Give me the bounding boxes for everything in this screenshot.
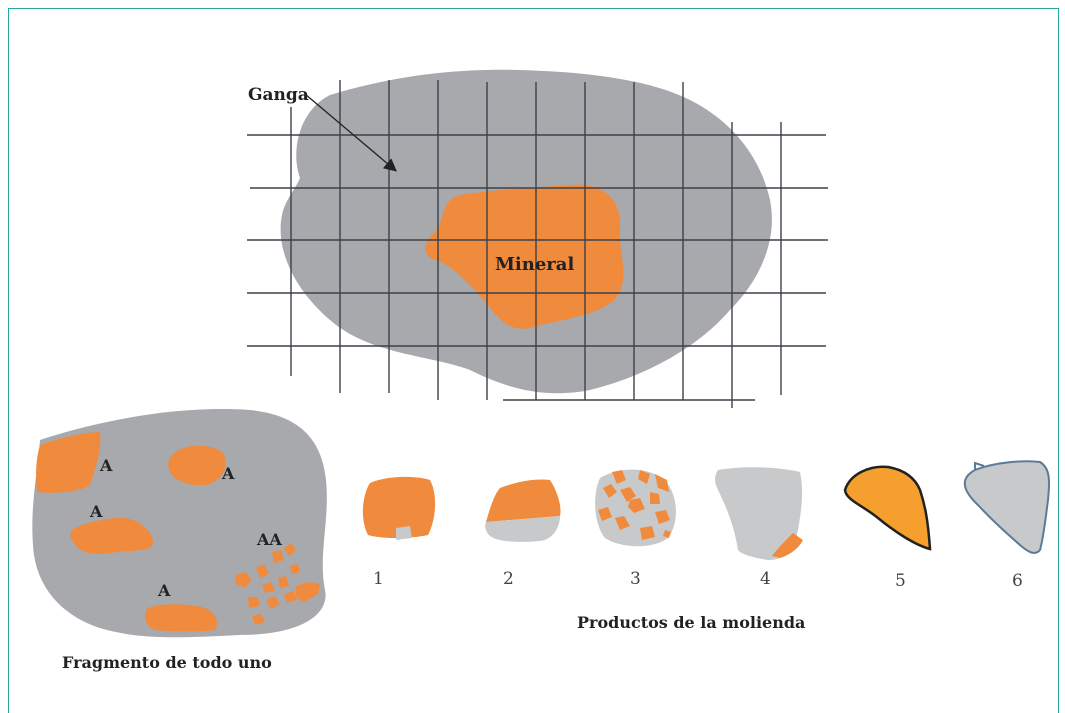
- product-2: [485, 479, 561, 542]
- ore-particle-figure: Ganga Mineral: [247, 69, 828, 408]
- product-4: [715, 467, 803, 560]
- marker-a-1: A: [99, 456, 113, 475]
- product-number-2: 2: [503, 569, 514, 589]
- mineral-grain-a2: [168, 445, 226, 486]
- product-6: [963, 460, 1050, 554]
- product-3: [595, 469, 676, 547]
- products-caption: Productos de la molienda: [577, 613, 805, 632]
- ganga-pointer-arrow: [304, 93, 397, 172]
- ganga-label: Ganga: [248, 85, 309, 105]
- marker-a-4: A: [157, 581, 171, 600]
- product-number-3: 3: [630, 569, 641, 589]
- product-number-6: 6: [1012, 571, 1023, 591]
- product-number-5: 5: [895, 571, 906, 591]
- run-of-mine-fragment: A A A AA A Fragmento de todo uno: [32, 409, 327, 672]
- mineral-label: Mineral: [495, 254, 574, 275]
- mineral-grain-a1: [36, 432, 101, 493]
- mineral-grains-aa: [235, 543, 320, 625]
- figure-frame: [8, 8, 1059, 713]
- fragment-body: [32, 409, 327, 638]
- product-number-1: 1: [373, 569, 384, 589]
- marker-a-2: A: [221, 464, 235, 483]
- product-number-4: 4: [760, 569, 771, 589]
- grinding-products: 1 2 3 4 5 6 Productos de la molienda: [362, 460, 1050, 632]
- fragment-caption: Fragmento de todo uno: [62, 653, 272, 672]
- product-5: [843, 465, 932, 551]
- mineral-grain-a3: [70, 517, 154, 554]
- product-1: [362, 476, 436, 540]
- grid-lines: [247, 80, 828, 408]
- marker-a-3: A: [89, 502, 103, 521]
- mineral-grain-a4: [144, 604, 217, 632]
- marker-aa: AA: [256, 530, 282, 549]
